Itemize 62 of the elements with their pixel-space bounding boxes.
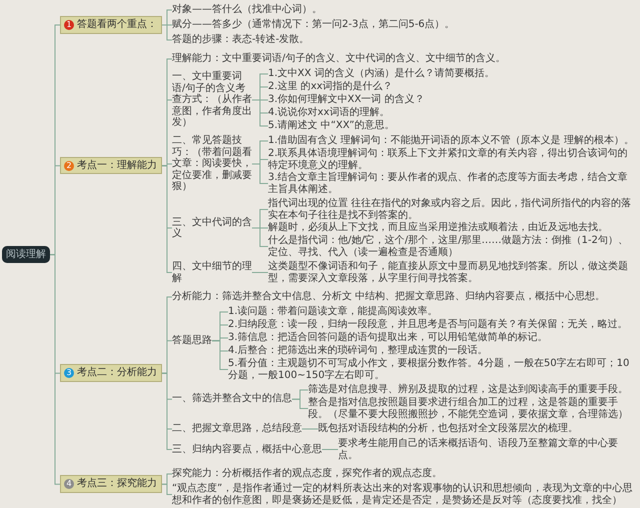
topic-box bbox=[60, 16, 162, 34]
connector-line bbox=[162, 165, 172, 273]
detail-note: 筛选是对信息搜寻、辨别及提取的过程，这是达到阅读高手的重要手段。 bbox=[308, 384, 628, 396]
connector-line bbox=[162, 484, 172, 495]
detail-note: 3.你如何理解文中XX一词 的含义？ bbox=[268, 94, 424, 106]
subtopic-label: 二、把握文章思路，总结段意 bbox=[172, 423, 302, 434]
topic-title: 考点三：探究能力 bbox=[77, 478, 157, 490]
detail-note: 1.借助固有含义 理解词句：不能抛开词语的原本义不管（原本义是 理解的根本）。 bbox=[268, 135, 634, 146]
subtopic-label: 一、筛选并整合文中的信息 bbox=[172, 393, 292, 405]
subtopic-label: “观点态度”，是指作者通过一定的材料所表达出来的对客观事物的认识和思想倾向，表现为文章的中心思想和作者的创作意图，即是褒扬还是贬低，是肯定还是否定，是赞扬还是反对等（态度要找准，找全） bbox=[172, 483, 637, 506]
connector-line bbox=[162, 372, 172, 450]
subtopic-label: 对象——答什么（找准中心词）。 bbox=[172, 4, 322, 16]
central-topic-box: 阅读理解 bbox=[2, 246, 50, 264]
subtopic-label: 一、文中重要词语/句子的含义考查方式：（从作者意图，作者角度出发） bbox=[172, 71, 252, 128]
topic-box bbox=[60, 156, 162, 174]
detail-note: 这类题型不像词语和句子，能直接从原文中显而易见地找到答案。所以，做这类题型，需要深入文章段落，从字里行间寻找答案。 bbox=[268, 261, 637, 284]
detail-note: 指代词出现的位置 往往在指代的对象或内容之后。因此，指代词所指代的内容的落实在本句子往往是找不到答案的。 bbox=[268, 198, 637, 221]
detail-note: 既包括对语段结构的分析，也包括对全文段落层次的梳理。 bbox=[318, 423, 578, 434]
detail-note: 2.这里 的xx词指的是什么？ bbox=[268, 81, 393, 92]
connector-line bbox=[50, 254, 60, 485]
topic-title: 答题看两个重点： bbox=[77, 19, 157, 30]
number-badge: 2 bbox=[64, 160, 74, 170]
subtopic-label: 理解能力：文中重要词语/句子的含义、文中代词的含义、文中细节的含义。 bbox=[172, 53, 506, 64]
number-badge: 1 bbox=[64, 20, 74, 30]
subtopic-label: 探究能力：分析概括作者的观点态度，探究作者的观点态度。 bbox=[172, 468, 442, 480]
detail-note: 1.读问题：带着问题读文章，能提高阅读效率。 bbox=[228, 306, 438, 318]
detail-note: 2.联系具体语境理解词句：联系上下文并紧扣文章的有关内容，得出切合该词句的特定环境意义的理解。 bbox=[268, 148, 637, 171]
detail-note: 3.筛信息：把适合回答问题的语句提取出来，可以用铅笔做简单的标记。 bbox=[228, 332, 548, 344]
subtopic-label: 分析能力：筛选并整合文中信息、分析文 中结构、把握文章思路、归纳内容要点，概括中心思想。 bbox=[172, 291, 606, 302]
connector-line bbox=[252, 228, 268, 247]
connector-line bbox=[252, 164, 268, 184]
detail-note: 解题时，必须从上下文找，而且应当采用逆推法或顺着法，由近及远地去找。 bbox=[268, 222, 608, 234]
detail-note: 什么是指代词：他/她/它，这个/那个，这里/那里……做题方法：倒推（1-2句）、定位、寻找、代入（读一遍检查是否通顺） bbox=[268, 235, 637, 258]
detail-note: 5.请阐述文 中“XX”的意思。 bbox=[268, 120, 394, 132]
detail-note: 5.看分值：主观题切不可写成小作文，要根据分数作答。4分题，一般在50字左右即可；10分题，一般100~150字左右即可。 bbox=[228, 358, 637, 381]
connector-line bbox=[212, 340, 228, 370]
subtopic-label: 答题思路 bbox=[172, 334, 212, 346]
detail-note: 1.文中XX 词的含义（内涵）是什么？请简要概括。 bbox=[268, 68, 494, 80]
subtopic-label: 答题的步骤：表态-转述-发散。 bbox=[172, 34, 310, 46]
detail-note: 要求考生能用自己的话来概括语句、语段乃至整篇文章的中心要点。 bbox=[338, 438, 637, 461]
topic-title: 考点一：理解能力 bbox=[77, 160, 157, 172]
topic-title: 考点二：分析能力 bbox=[77, 367, 157, 379]
topic-box bbox=[60, 364, 162, 382]
detail-note: 整合是指对信息按照题目要求进行组合加工的过程，这是答题的重要手段。（尽量不要大段照搬照抄，不能凭空造词，要依据文章，合理筛选） bbox=[308, 397, 637, 420]
subtopic-label: 赋分——答多少（通常情况下：第一问2-3点，第二问5-6点）。 bbox=[172, 19, 455, 30]
connector-line bbox=[252, 100, 268, 126]
topic-box bbox=[60, 475, 162, 493]
connector-line bbox=[302, 428, 318, 430]
detail-note: 3.结合文章主旨理解词句：要从作者的观点、作者的态度等方面去考虑，结合文章主旨具体阐述。 bbox=[268, 172, 637, 195]
detail-note: 4.后整合：把筛选出来的琐碎词句，整理成连贯的一段话。 bbox=[228, 345, 488, 356]
connector-line bbox=[292, 398, 308, 409]
number-badge: 4 bbox=[64, 479, 74, 489]
subtopic-label: 四、文中细节的理解 bbox=[172, 261, 252, 284]
connector-line bbox=[322, 449, 338, 450]
connector-line bbox=[162, 24, 172, 40]
connector-line bbox=[252, 272, 268, 273]
subtopic-label: 二、常见答题技巧：（带着问题看文章：阅读要快，定位要准，删减要狠） bbox=[172, 135, 252, 192]
detail-note: 4.说说你对xx词语的理解。 bbox=[268, 107, 390, 118]
subtopic-label: 三、文中代词的含义 bbox=[172, 216, 252, 240]
subtopic-label: 三、归纳内容要点，概括中心意思 bbox=[172, 444, 322, 455]
detail-note: 2.归纳段意：读一段，归纳一段段意，并且思考是否与问题有关？有关保留；无关，略过。 bbox=[228, 319, 628, 330]
number-badge: 3 bbox=[64, 368, 74, 378]
